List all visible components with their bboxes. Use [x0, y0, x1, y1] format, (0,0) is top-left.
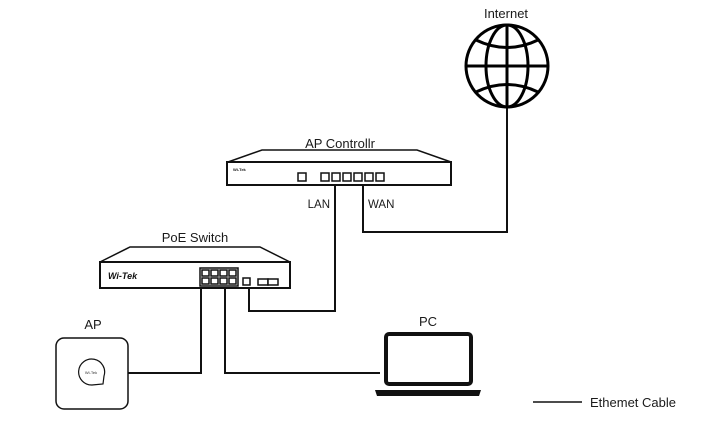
internet-label: Internet — [484, 6, 528, 21]
cable-switch-pc — [224, 288, 380, 374]
legend: Ethemet Cable — [533, 395, 676, 410]
laptop-icon — [375, 332, 481, 396]
ap-brand-logo: Wi-Tek — [85, 370, 97, 375]
globe-icon — [464, 23, 550, 109]
ap-label: AP — [84, 317, 101, 332]
ap-controller-ports — [297, 172, 385, 182]
pc-label: PC — [419, 314, 437, 329]
ap-controller-device: Wi-Tek — [226, 149, 452, 186]
cables — [128, 108, 508, 374]
cable-wan-internet — [362, 108, 508, 233]
lan-port-label: LAN — [308, 199, 330, 211]
access-point-device: Wi-Tek — [55, 337, 129, 410]
poe-switch-label: PoE Switch — [162, 230, 228, 245]
legend-cable-label: Ethemet Cable — [590, 395, 676, 410]
wan-port-label: WAN — [368, 199, 394, 211]
ap-controller-label: AP Controllr — [305, 136, 376, 151]
poe-switch-ports — [199, 267, 279, 287]
cable-lan-switch — [248, 185, 336, 312]
poe-switch-brand-logo: Wi-Tek — [108, 271, 138, 281]
cable-switch-ap — [128, 288, 202, 374]
poe-switch-device: Wi-Tek — [99, 246, 291, 289]
ap-controller-brand-logo: Wi-Tek — [233, 167, 247, 172]
